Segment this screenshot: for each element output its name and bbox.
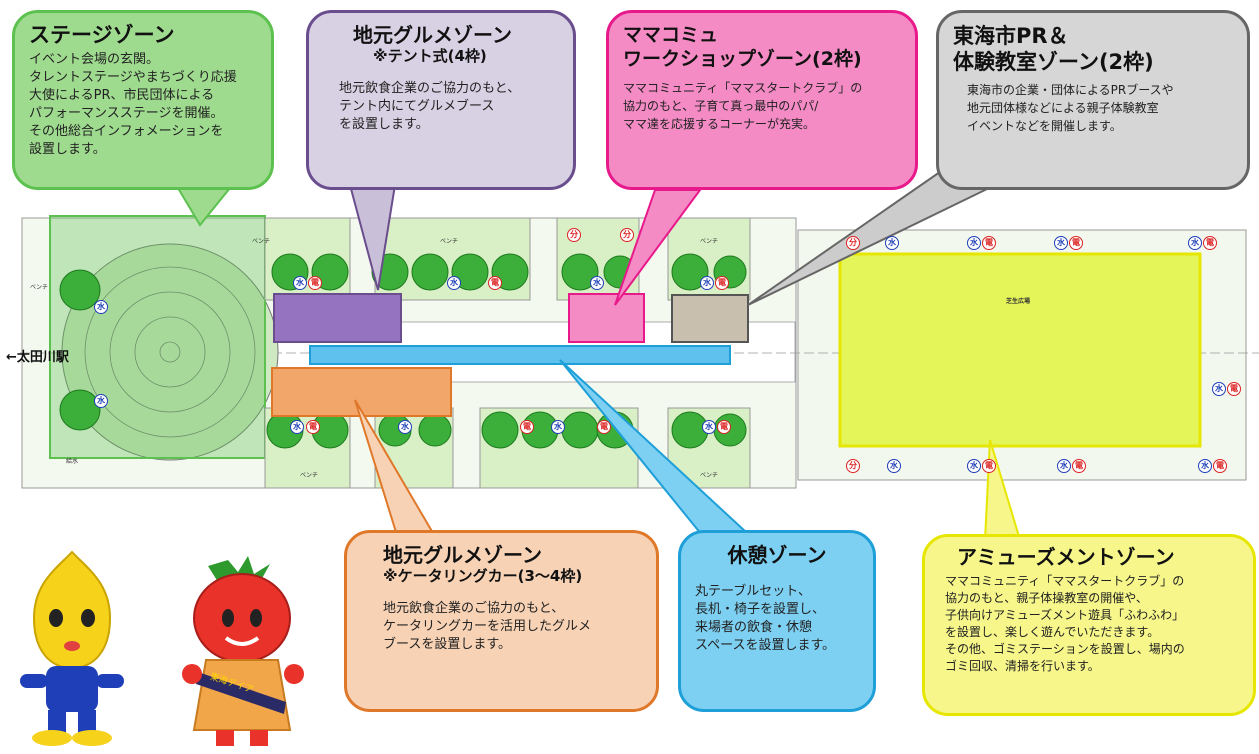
water-badge: 水 [887,459,901,473]
tomato-mascot-icon: 東海デイア [182,556,304,746]
electric-badge: 電 [1072,459,1086,473]
electric-badge: 電 [1203,236,1217,250]
electric-badge: 電 [1227,382,1241,396]
bench-label: ベンチ [300,472,319,479]
electric-badge: 電 [1213,459,1227,473]
water-badge: 水 [885,236,899,250]
electric-badge: 電 [715,276,729,290]
electric-badge: 電 [982,236,996,250]
electric-badge: 電 [597,420,611,434]
lawn-label: 芝生広場 [1006,298,1031,305]
yellow-mascot-icon [20,550,124,746]
bench-label: ベンチ [700,238,719,245]
stage-circle-2 [84,266,256,438]
rest-zone-title: 休憩ゾーン [727,543,827,567]
stage-circle-outer [61,243,279,461]
water-badge: 水 [967,236,981,250]
mama-area [568,293,645,343]
separate-badge: 分 [620,228,634,242]
gourmet-car-body: 地元飲食企業のご協力のもと、 ケータリングカーを活用したグルメ ブースを設置しま… [383,601,592,652]
mama-body: ママコミュニティ「ママスタートクラブ」の 協力のもと、子育て真っ最中のパパ/ マ… [623,81,863,131]
gourmet-tent-title: 地元グルメゾーン [353,23,512,47]
stage-circle-4 [134,316,206,388]
rest-area [309,345,731,365]
electric-badge: 電 [308,276,322,290]
tokai-pr-title: 東海市PR＆ 体験教室ゾーン(2枠) [953,24,1154,74]
electric-badge: 電 [982,459,996,473]
electric-badge: 電 [520,420,534,434]
mama-pointer [614,189,702,306]
separate-badge: 分 [846,459,860,473]
amusement-callout: アミューズメントゾーン ママコミュニティ「ママスタートクラブ」の 協力のもと、親… [922,534,1256,716]
electric-badge: 電 [488,276,502,290]
gourmet-tent-callout: 地元グルメゾーン ※テント式(4枠) 地元飲食企業のご協力のもと、 テント内にて… [306,10,576,190]
rest-zone-callout: 休憩ゾーン 丸テーブルセット、 長机・椅子を設置し、 来場者の飲食・休憩 スペー… [678,530,876,712]
water-badge: 水 [700,276,714,290]
mama-title: ママコミュ ワークショップゾーン(2枠) [623,24,862,70]
water-station-label: 給水 [66,458,79,465]
rest-zone-body: 丸テーブルセット、 長机・椅子を設置し、 来場者の飲食・休憩 スペースを設置しま… [695,584,836,653]
mama-callout: ママコミュ ワークショップゾーン(2枠) ママコミュニティ「ママスタートクラブ」… [606,10,918,190]
bench-label: ベンチ [440,238,459,245]
water-badge: 水 [447,276,461,290]
tokai-pr-callout: 東海市PR＆ 体験教室ゾーン(2枠) 東海市の企業・団体によるPRブースや 地元… [936,10,1250,190]
water-badge: 水 [94,300,108,314]
bench-label: ベンチ [252,238,271,245]
tokai-pr-area [671,294,749,343]
amusement-body: ママコミュニティ「ママスタートクラブ」の 協力のもと、親子体操教室の開催や、 子… [945,574,1185,673]
electric-badge: 電 [306,420,320,434]
bench-label: ベンチ [30,284,49,291]
water-badge: 水 [293,276,307,290]
station-label: ←太田川駅 [6,350,69,365]
water-badge: 水 [290,420,304,434]
electric-badge: 電 [717,420,731,434]
water-badge: 水 [1198,459,1212,473]
tokai-pr-body: 東海市の企業・団体によるPRブースや 地元団体様などによる親子体験教室 イベント… [967,83,1174,133]
gourmet-tent-body: 地元飲食企業のご協力のもと、 テント内にてグルメブース を設置します。 [339,81,521,132]
stage-zone-body: イベント会場の玄関。 タレントステージやまちづくり応援 大使によるPR、市民団体… [29,52,237,157]
stage-zone-title: ステージゾーン [29,23,175,47]
water-badge: 水 [590,276,604,290]
water-badge: 水 [551,420,565,434]
gourmet-tent-area [273,293,402,343]
water-badge: 水 [1054,236,1068,250]
water-badge: 水 [1212,382,1226,396]
stage-zone-callout: ステージゾーン イベント会場の玄関。 タレントステージやまちづくり応援 大使によ… [12,10,274,190]
water-badge: 水 [967,459,981,473]
gourmet-car-area [271,367,452,417]
water-badge: 水 [1188,236,1202,250]
electric-badge: 電 [1069,236,1083,250]
separate-badge: 分 [846,236,860,250]
amusement-area [838,252,1202,448]
gourmet-car-subtitle: ※ケータリングカー(3～4枠) [383,567,583,585]
gourmet-car-callout: 地元グルメゾーン ※ケータリングカー(3～4枠) 地元飲食企業のご協力のもと、 … [344,530,659,712]
water-badge: 水 [1057,459,1071,473]
gourmet-tent-subtitle: ※テント式(4枠) [373,47,487,65]
stage-circle-5 [159,341,181,363]
separate-badge: 分 [567,228,581,242]
water-badge: 水 [94,394,108,408]
stage-circle-3 [109,291,231,413]
water-badge: 水 [702,420,716,434]
gourmet-car-title: 地元グルメゾーン [383,543,542,567]
bench-label: ベンチ [700,472,719,479]
amusement-title: アミューズメントゾーン [957,545,1175,569]
water-badge: 水 [398,420,412,434]
